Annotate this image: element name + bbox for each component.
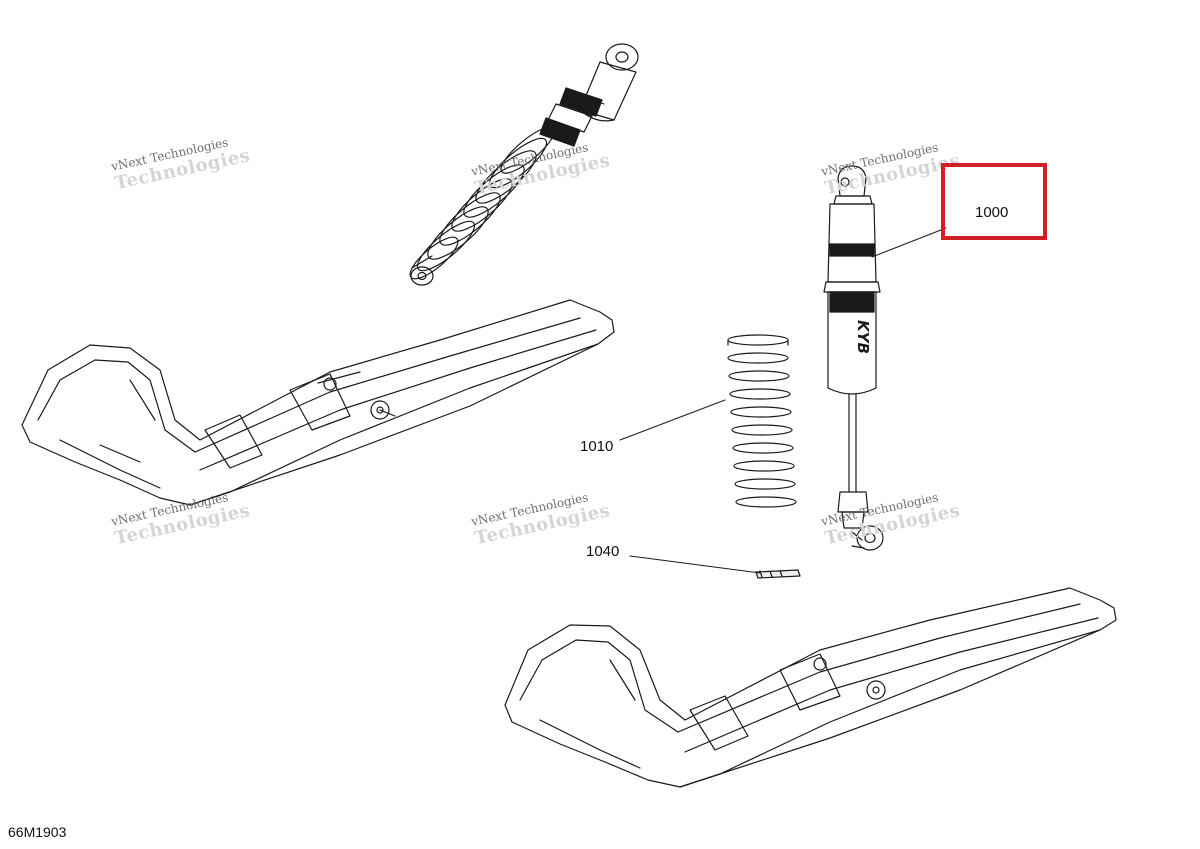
- callout-1010[interactable]: 1010: [580, 438, 614, 455]
- leader-line-1000: [871, 227, 947, 258]
- leader-line-1010: [619, 399, 726, 441]
- coil-spring-1010-illustration: [727, 334, 797, 508]
- callout-1000[interactable]: 1000: [975, 204, 1009, 221]
- assembled-shock-spring-illustration: [409, 43, 639, 286]
- coil-spring-assembled: [409, 126, 556, 280]
- callout-1040[interactable]: 1040: [586, 543, 620, 560]
- shock-absorber-1000-illustration: [823, 165, 884, 551]
- leader-line-1040: [629, 555, 761, 574]
- shock-brand-mark: KYB: [854, 320, 872, 354]
- figure-id: 66M1903: [8, 824, 67, 840]
- ski-lower-right-illustration: [504, 587, 1117, 788]
- part-1040-illustration: [755, 569, 801, 579]
- ski-upper-left-illustration: [21, 299, 615, 506]
- callout-highlight-box[interactable]: [941, 163, 1047, 240]
